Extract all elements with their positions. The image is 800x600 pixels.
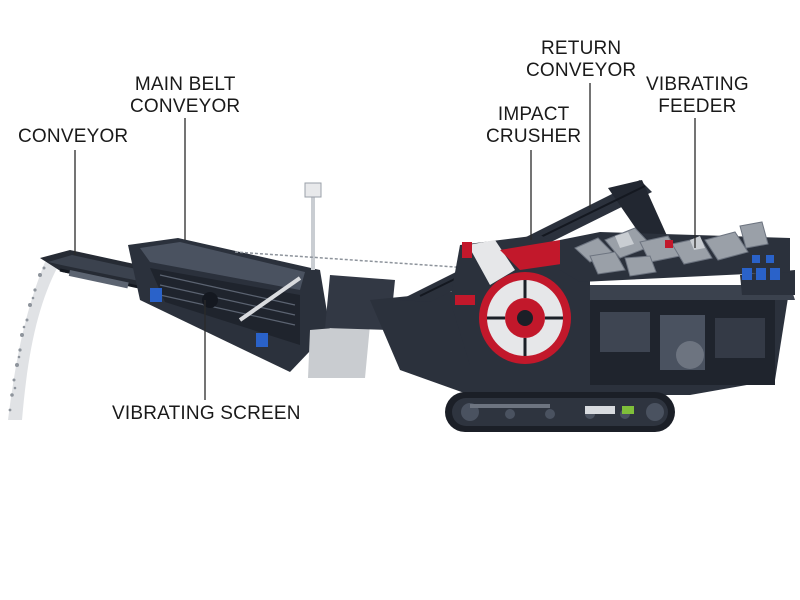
label-impact-crusher-line1: IMPACT xyxy=(497,104,570,125)
label-main-belt-conveyor: MAIN BELT CONVEYOR xyxy=(130,74,240,118)
label-vibrating-feeder-line1: VIBRATING xyxy=(646,74,749,95)
label-return-conveyor: RETURN CONVEYOR xyxy=(526,38,636,82)
label-vibrating-feeder-line2: FEEDER xyxy=(658,96,737,117)
label-return-conveyor-line2: CONVEYOR xyxy=(526,60,637,81)
label-conveyor: CONVEYOR xyxy=(18,126,128,148)
label-conveyor-line1: CONVEYOR xyxy=(18,126,129,147)
crawler-track xyxy=(445,392,675,432)
label-vibrating-screen: VIBRATING SCREEN xyxy=(112,403,301,425)
label-impact-crusher-line2: CRUSHER xyxy=(486,126,582,147)
label-vibrating-screen-line1: VIBRATING SCREEN xyxy=(112,403,301,424)
leader-lines xyxy=(74,83,696,400)
label-main-belt-conveyor-line1: MAIN BELT xyxy=(134,74,236,95)
label-vibrating-feeder: VIBRATING FEEDER xyxy=(646,74,749,118)
gravel-stream xyxy=(8,262,58,420)
label-return-conveyor-line1: RETURN xyxy=(540,38,622,59)
vibrating-feeder xyxy=(560,221,790,282)
label-impact-crusher: IMPACT CRUSHER xyxy=(486,104,581,148)
vibrating-screen-assembly xyxy=(128,238,330,372)
label-main-belt-conveyor-line2: CONVEYOR xyxy=(130,96,241,117)
mast xyxy=(234,182,471,270)
impact-crusher xyxy=(450,235,590,365)
